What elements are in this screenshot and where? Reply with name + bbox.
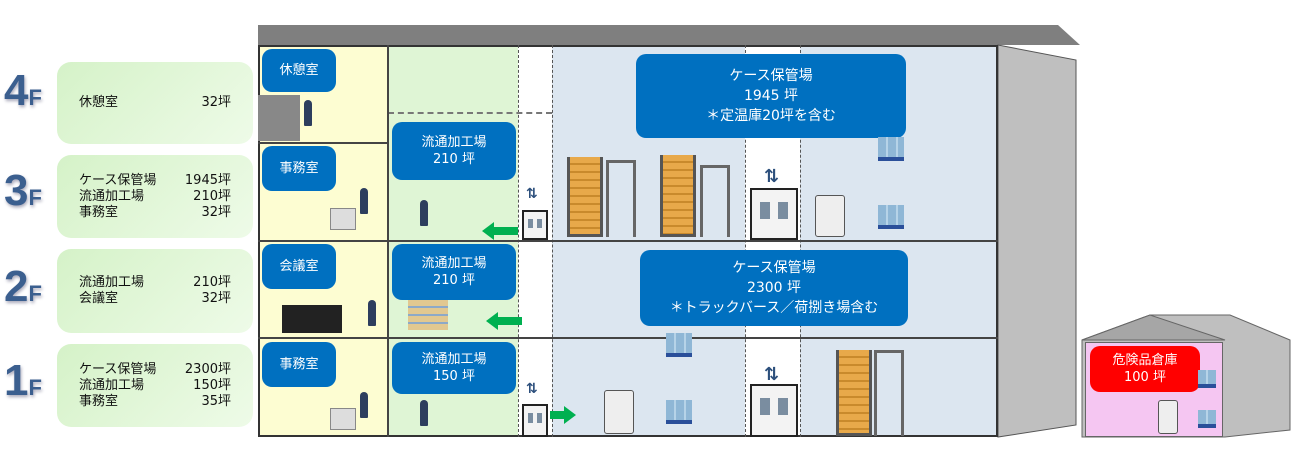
meeting-room-label: 会議室 <box>262 244 336 289</box>
forklift <box>815 195 845 237</box>
worker-figure <box>420 200 428 226</box>
forklift <box>604 390 634 434</box>
floor-1-label: 1F <box>4 356 42 405</box>
worker-figure <box>360 392 368 418</box>
elevator-arrows-icon: ⇅ <box>526 381 538 397</box>
pallet-boxes <box>666 333 692 357</box>
worker-figure <box>420 400 428 426</box>
elevator-door-1f <box>522 404 548 437</box>
worker-figure <box>368 300 376 326</box>
pallet-rack <box>567 157 603 237</box>
office-desk <box>330 208 356 230</box>
elevator-arrows-icon: ⇅ <box>764 166 780 187</box>
freight-elevator-1f <box>750 384 798 437</box>
shelf <box>874 350 904 436</box>
pallet-boxes <box>666 400 692 424</box>
arrow-left-icon <box>486 312 522 330</box>
pallet-boxes <box>1198 370 1216 388</box>
shelf <box>700 165 730 237</box>
forklift <box>1158 400 1178 434</box>
office-1f-label: 事務室 <box>262 342 336 387</box>
freight-elevator-3f <box>750 188 798 240</box>
pallet-boxes <box>878 137 904 161</box>
worker-figure <box>360 188 368 214</box>
shelf <box>606 160 636 237</box>
arrow-right-icon <box>550 406 576 424</box>
elevator-arrows-icon: ⇅ <box>526 186 538 202</box>
pallet-rack <box>836 350 872 436</box>
office-3f-label: 事務室 <box>262 146 336 191</box>
floor-4-label: 4F <box>4 66 42 115</box>
worker-figure <box>304 100 312 126</box>
elevator-arrows-icon: ⇅ <box>764 364 780 385</box>
office-desk <box>330 408 356 430</box>
meeting-table <box>282 305 342 333</box>
goods-shelf <box>408 300 448 330</box>
vending-machine <box>258 95 300 141</box>
pallet-boxes <box>1198 410 1216 428</box>
pallet-rack <box>660 155 696 237</box>
arrow-left-icon <box>482 222 518 240</box>
floor-3-label: 3F <box>4 166 42 215</box>
floor-2-label: 2F <box>4 262 42 311</box>
elevator-door-3f <box>522 210 548 240</box>
pallet-boxes <box>878 205 904 229</box>
rest-room-label: 休憩室 <box>262 49 336 92</box>
